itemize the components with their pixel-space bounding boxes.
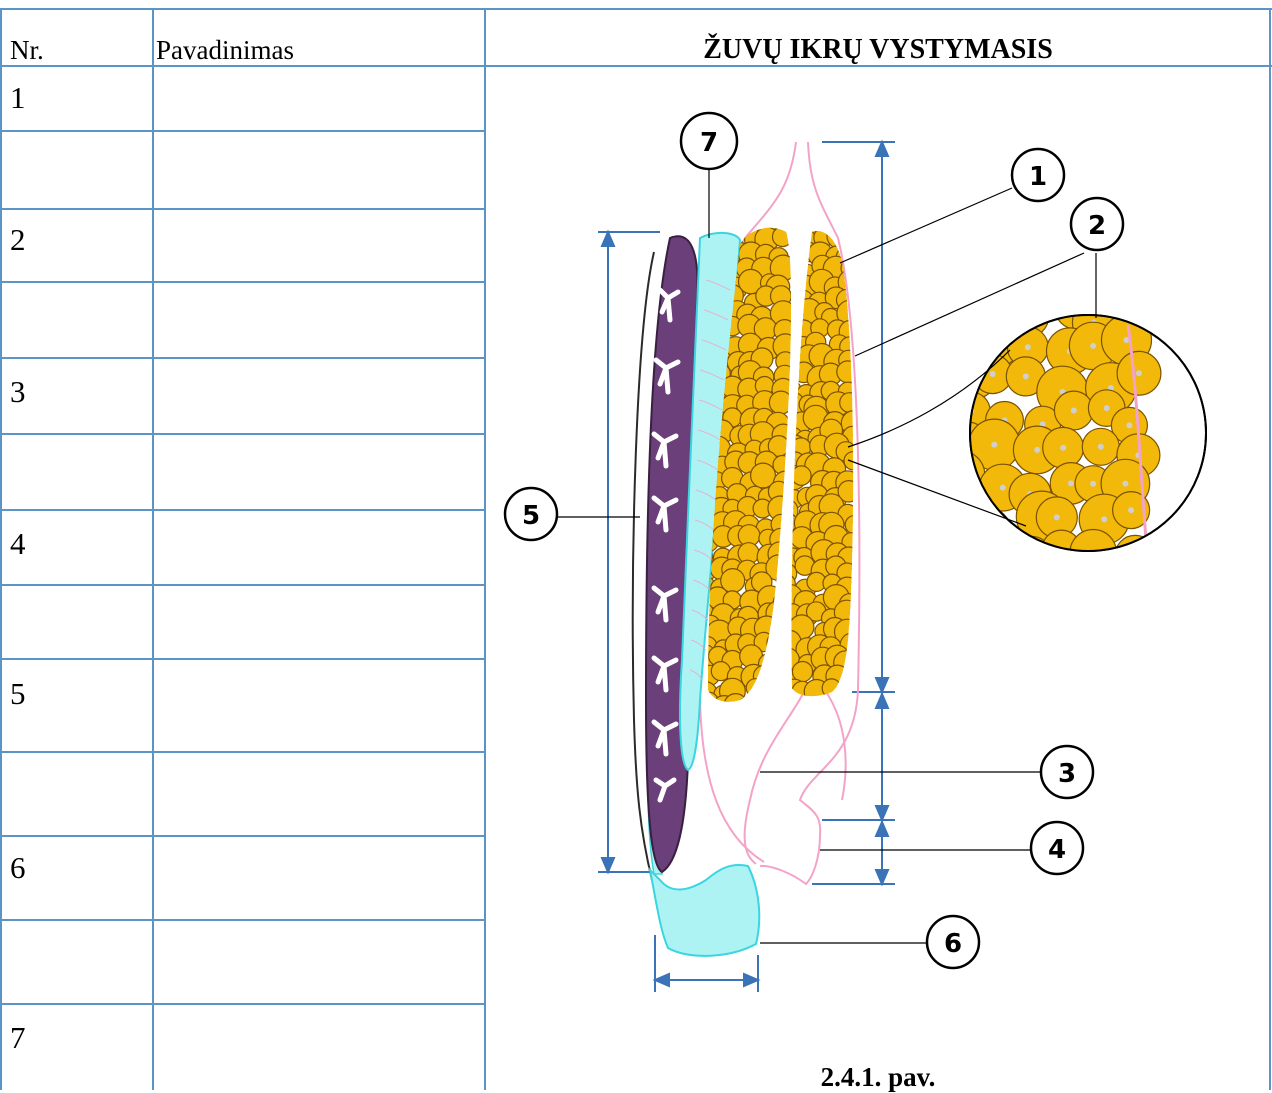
egg bbox=[822, 679, 841, 698]
egg-nucleus bbox=[959, 550, 965, 556]
callout-7: 7 bbox=[681, 113, 737, 169]
egg-nucleus bbox=[1034, 447, 1040, 453]
egg-nucleus bbox=[1132, 552, 1138, 558]
egg-nucleus bbox=[1122, 481, 1128, 487]
egg bbox=[721, 202, 744, 225]
egg-nucleus bbox=[1025, 344, 1031, 350]
egg bbox=[935, 301, 976, 342]
callout-5-label: 5 bbox=[522, 501, 540, 531]
egg bbox=[1070, 530, 1117, 577]
egg bbox=[843, 664, 865, 686]
egg-nucleus bbox=[969, 522, 975, 528]
figure-caption: 2.4.1. pav. bbox=[486, 1062, 1270, 1093]
egg bbox=[756, 195, 778, 217]
callout-3: 3 bbox=[1041, 746, 1093, 798]
egg-nucleus bbox=[991, 442, 997, 448]
callout-1: 1 bbox=[1012, 149, 1064, 201]
egg bbox=[838, 212, 861, 235]
egg-nucleus bbox=[957, 472, 963, 478]
egg bbox=[765, 691, 788, 714]
egg bbox=[738, 698, 757, 717]
egg bbox=[812, 214, 832, 234]
callout-7-label: 7 bbox=[700, 128, 718, 158]
egg-nucleus bbox=[1090, 481, 1096, 487]
callout-5: 5 bbox=[505, 488, 557, 540]
egg-nucleus bbox=[1128, 507, 1134, 513]
egg-nucleus bbox=[1104, 405, 1110, 411]
egg bbox=[773, 593, 791, 611]
callout-2-label: 2 bbox=[1088, 211, 1106, 241]
egg-nucleus bbox=[990, 371, 996, 377]
egg bbox=[738, 196, 762, 220]
egg-nucleus bbox=[1126, 422, 1132, 428]
egg bbox=[697, 215, 716, 234]
egg-nucleus bbox=[1025, 314, 1031, 320]
egg bbox=[757, 676, 780, 699]
egg-nucleus bbox=[991, 545, 997, 551]
egg-nucleus bbox=[1000, 485, 1006, 491]
egg bbox=[942, 533, 982, 573]
callout-4-label: 4 bbox=[1048, 835, 1066, 865]
callout-2: 2 bbox=[1071, 198, 1123, 250]
callout-3-label: 3 bbox=[1058, 759, 1076, 789]
egg bbox=[769, 391, 792, 414]
egg bbox=[775, 677, 795, 697]
egg-nucleus bbox=[1068, 480, 1074, 486]
egg bbox=[751, 696, 774, 719]
egg bbox=[771, 652, 790, 671]
egg bbox=[930, 314, 982, 366]
egg bbox=[792, 662, 812, 682]
egg-nucleus bbox=[1090, 343, 1096, 349]
egg-nucleus bbox=[1002, 314, 1008, 320]
callout-1-label: 1 bbox=[1029, 162, 1047, 192]
egg bbox=[753, 665, 776, 688]
egg-nucleus bbox=[1073, 306, 1079, 312]
egg-nucleus bbox=[1101, 516, 1107, 522]
egg-nucleus bbox=[1060, 445, 1066, 451]
egg bbox=[696, 201, 715, 220]
egg bbox=[759, 654, 780, 675]
egg-nucleus bbox=[952, 319, 958, 325]
callout-6-label: 6 bbox=[944, 929, 962, 959]
egg bbox=[708, 199, 730, 221]
egg-nucleus bbox=[972, 373, 978, 379]
egg bbox=[773, 227, 793, 247]
egg bbox=[969, 523, 1020, 574]
egg bbox=[724, 694, 747, 717]
egg-nucleus bbox=[953, 337, 959, 343]
egg bbox=[746, 679, 764, 697]
egg bbox=[767, 632, 789, 654]
egg bbox=[699, 692, 718, 711]
yolk-sac-cyan bbox=[650, 865, 759, 956]
egg bbox=[844, 452, 862, 470]
egg-nucleus bbox=[1098, 444, 1104, 450]
egg-nucleus bbox=[1071, 408, 1077, 414]
egg-nucleus bbox=[1136, 370, 1142, 376]
callout-4: 4 bbox=[1031, 822, 1083, 874]
egg-nucleus bbox=[996, 343, 1002, 349]
egg-nucleus bbox=[1130, 302, 1136, 308]
egg-nucleus bbox=[1028, 555, 1034, 561]
egg bbox=[845, 516, 863, 534]
egg bbox=[985, 298, 1023, 336]
egg-nucleus bbox=[986, 526, 992, 532]
egg bbox=[954, 507, 991, 544]
egg bbox=[792, 466, 811, 485]
egg-nucleus bbox=[964, 441, 970, 447]
egg bbox=[822, 212, 841, 231]
egg bbox=[771, 667, 795, 691]
egg-nucleus bbox=[1054, 514, 1060, 520]
egg-nucleus bbox=[1023, 373, 1029, 379]
callout-6: 6 bbox=[927, 916, 979, 968]
